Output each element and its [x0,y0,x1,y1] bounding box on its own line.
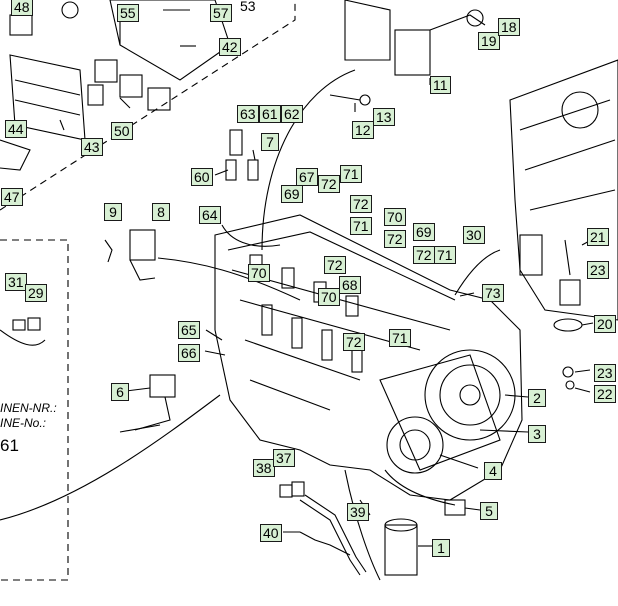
callout-part-7[interactable]: 7 [261,133,279,151]
callout-part-72[interactable]: 72 [413,246,435,264]
engine-code: 61 [0,436,19,455]
callout-part-65[interactable]: 65 [178,321,200,339]
callout-part-57[interactable]: 57 [210,4,232,22]
callout-part-13[interactable]: 13 [373,108,395,126]
callout-part-71[interactable]: 71 [350,217,372,235]
callout-part-39[interactable]: 39 [347,503,369,521]
callout-part-72[interactable]: 72 [324,256,346,274]
callout-part-72[interactable]: 72 [350,195,372,213]
callout-part-68[interactable]: 68 [339,276,361,294]
callout-part-70[interactable]: 70 [318,288,340,306]
callout-part-30[interactable]: 30 [463,226,485,244]
callout-part-37[interactable]: 37 [273,449,295,467]
callout-part-69[interactable]: 69 [281,185,303,203]
callout-part-23[interactable]: 23 [587,261,609,279]
callout-part-70[interactable]: 70 [248,264,270,282]
callout-part-40[interactable]: 40 [260,524,282,542]
callout-part-23[interactable]: 23 [594,364,616,382]
callout-part-63[interactable]: 63 [237,105,259,123]
callout-part-8[interactable]: 8 [152,203,170,221]
callout-part-72[interactable]: 72 [318,175,340,193]
callout-part-71[interactable]: 71 [434,246,456,264]
engine-no-label: INE-No.: [0,416,47,430]
callout-part-55[interactable]: 55 [117,4,139,22]
callout-part-69[interactable]: 69 [413,223,435,241]
callout-part-43[interactable]: 43 [81,138,103,156]
callout-part-66[interactable]: 66 [178,344,200,362]
callout-part-12[interactable]: 12 [352,121,374,139]
callout-part-47[interactable]: 47 [1,188,23,206]
callout-part-2[interactable]: 2 [528,389,546,407]
callout-part-19[interactable]: 19 [478,32,500,50]
callout-part-18[interactable]: 18 [498,18,520,36]
callout-part-21[interactable]: 21 [587,228,609,246]
callout-part-31[interactable]: 31 [5,273,27,291]
callout-part-3[interactable]: 3 [528,425,546,443]
callout-part-60[interactable]: 60 [191,168,213,186]
engine-number-label: INEN-NR.: [0,401,57,415]
callout-part-71[interactable]: 71 [340,165,362,183]
callout-part-67[interactable]: 67 [296,168,318,186]
callout-part-6[interactable]: 6 [111,383,129,401]
callout-part-64[interactable]: 64 [199,206,221,224]
callout-part-5[interactable]: 5 [480,502,498,520]
callout-part-1[interactable]: 1 [432,539,450,557]
callout-part-71[interactable]: 71 [389,329,411,347]
callout-part-72[interactable]: 72 [343,333,365,351]
callout-part-4[interactable]: 4 [484,462,502,480]
callout-part-48[interactable]: 48 [11,0,33,16]
callout-part-72[interactable]: 72 [384,230,406,248]
callout-part-38[interactable]: 38 [253,459,275,477]
callout-part-42[interactable]: 42 [219,38,241,56]
callout-part-53: 53 [240,0,256,14]
callout-part-61[interactable]: 61 [259,105,281,123]
callout-part-11[interactable]: 11 [430,76,451,94]
callout-part-50[interactable]: 50 [111,122,133,140]
callout-part-73[interactable]: 73 [482,284,504,302]
callout-part-9[interactable]: 9 [104,203,122,221]
callout-part-22[interactable]: 22 [594,385,616,403]
callout-part-20[interactable]: 20 [594,315,616,333]
callout-part-44[interactable]: 44 [5,120,27,138]
callout-part-62[interactable]: 62 [281,105,303,123]
callout-part-29[interactable]: 29 [25,284,47,302]
callout-part-70[interactable]: 70 [384,208,406,226]
